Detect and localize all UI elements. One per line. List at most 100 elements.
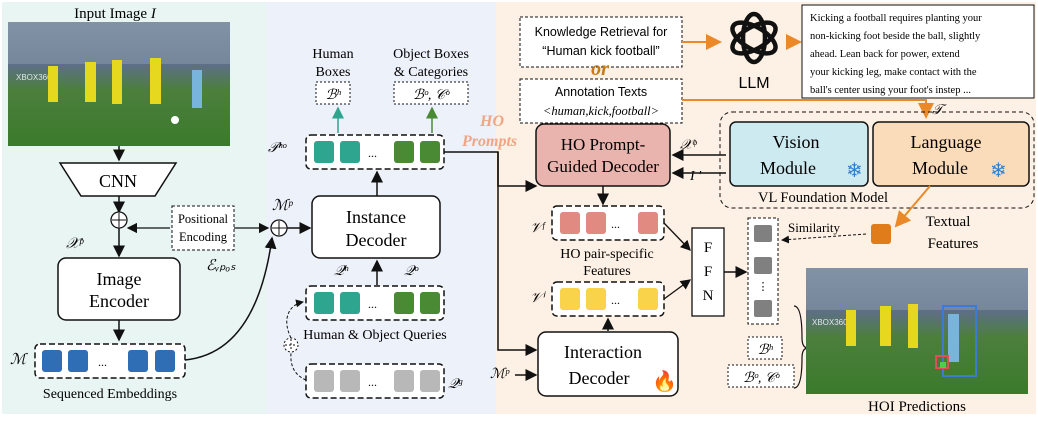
interaction-token (638, 288, 658, 310)
ho-pair-token (560, 212, 580, 234)
ho-decoder-label: HO Prompt- (561, 135, 646, 154)
ho-decoder-block (535, 123, 671, 187)
iprime-symbol: I ′ (689, 169, 702, 184)
ellipsis: ... (98, 355, 107, 369)
human-prompt-token (314, 141, 334, 163)
global-query-token (394, 370, 414, 392)
human-query-token (314, 292, 334, 314)
mp-symbol: ℳᵖ (272, 198, 293, 214)
object-prompt-token (420, 141, 440, 163)
embedding-token (68, 350, 88, 372)
input-image-title: Input Image I (74, 6, 157, 22)
hoi-predictions-label: HOI Predictions (868, 399, 966, 415)
cnn-block (58, 162, 178, 197)
ho-prompts-label-2: Prompts (461, 133, 517, 150)
human-boxes-label: Human (312, 47, 353, 62)
vl-foundation-label: VL Foundation Model (758, 190, 888, 206)
ffn-label: N (703, 288, 714, 304)
similarity-label: Similarity (788, 220, 841, 235)
fire-icon: 🔥 (652, 369, 677, 393)
human-prompt-token (340, 141, 360, 163)
vision-label-2: Module (760, 158, 816, 178)
annotation-label-2: <human,kick,football> (543, 104, 659, 118)
queries-label: Human & Object Queries (303, 328, 446, 343)
object-boxes-label: Object Boxes (393, 47, 469, 62)
vf-symbol: 𝒱ᶠ (530, 221, 547, 236)
ho-pair-label-2: Features (583, 264, 630, 279)
ellipsis: ... (368, 297, 377, 311)
human-boxes-output-2 (747, 336, 783, 360)
encoding-label: Encoding (179, 230, 228, 244)
object-boxes-label-2: & Categories (394, 65, 468, 80)
knowledge-label-2: “Human kick football” (542, 44, 659, 58)
positional-encoding-box (171, 205, 235, 251)
llm-output-box (801, 4, 1035, 99)
instance-decoder-label-2: Decoder (346, 230, 407, 250)
llm-icon (730, 11, 778, 65)
ho-prompts-label: HO (479, 113, 504, 130)
m-symbol: ℳ (10, 352, 28, 368)
llm-text-line: Kicking a football requires planting you… (810, 13, 982, 24)
object-query-token (420, 292, 440, 314)
sequenced-embeddings-label: Sequenced Embeddings (43, 387, 177, 402)
cnn-label: CNN (99, 171, 137, 191)
object-boxes-output (393, 81, 469, 105)
pos-symbol: ℰᵥₚₒₛ (206, 258, 236, 274)
or-label: or (591, 58, 609, 80)
llm-text-line: non-kicking foot beside the ball, slight… (810, 31, 981, 42)
ellipsis: ... (611, 217, 620, 231)
embedding-token (42, 350, 62, 372)
llm-label: LLM (738, 75, 769, 92)
qg-symbol: 𝒬ᵍ (448, 377, 463, 392)
annotation-texts-box (519, 78, 683, 124)
llm-output-text: Kicking a football requires planting you… (810, 13, 982, 96)
object-prompt-token (394, 141, 414, 163)
language-module-block (872, 121, 1030, 187)
llm-text-line: your kicking leg, make contact with the (810, 67, 977, 78)
textual-features-label-2: Features (928, 236, 979, 252)
instance-decoder-block (311, 195, 441, 259)
bh-symbol-2: ℬʰ (758, 343, 774, 358)
ffn-label: F (704, 264, 712, 280)
human-query-token (340, 292, 360, 314)
llm-text-line: ball's center using your foot's instep .… (810, 85, 971, 96)
interaction-token (586, 288, 606, 310)
textual-feature-token (871, 224, 891, 244)
embedding-token (155, 350, 175, 372)
bo-co-symbol: ℬᵒ, 𝒞ᵒ (413, 88, 450, 103)
score-token (754, 225, 772, 242)
knowledge-retrieval-box (519, 16, 683, 68)
human-boxes-output (315, 81, 351, 105)
global-query-token (314, 370, 334, 392)
ellipsis: ... (611, 293, 620, 307)
interaction-decoder-label: Interaction (564, 342, 642, 362)
ho-pair-token (638, 212, 658, 234)
interaction-token (560, 288, 580, 310)
mp-symbol-2: ℳᵖ (490, 367, 510, 382)
image-encoder-label-2: Encoder (89, 291, 149, 311)
qo-symbol: 𝒬ᵒ (404, 264, 419, 279)
textual-features-label: Textual (926, 214, 971, 230)
vl-foundation-model-box (719, 111, 1035, 209)
vision-label: Vision (773, 132, 820, 152)
global-query-token (340, 370, 360, 392)
annotation-label: Annotation Texts (555, 85, 647, 99)
score-token (754, 300, 772, 317)
bo-co-symbol-2: ℬᵒ, 𝒞ᵒ (743, 371, 780, 386)
vertical-ellipsis: ⋮ (758, 281, 769, 293)
snowflake-icon: ❄ (846, 160, 863, 182)
ellipsis: ... (368, 146, 377, 160)
ho-decoder-label-2: Guided Decoder (547, 157, 659, 176)
object-boxes-output-2 (727, 364, 795, 388)
snowflake-icon: ❄ (990, 160, 1007, 182)
qh-symbol: 𝒬ʰ (334, 264, 349, 279)
positional-label: Positional (178, 212, 229, 226)
hoi-predictions-image: XBOX360 (806, 268, 1028, 394)
xq-symbol: 𝒳ᵠ (680, 138, 697, 153)
image-encoder-label: Image (97, 269, 142, 289)
ho-pair-label: HO pair-specific (560, 247, 653, 262)
vi-symbol: 𝒱ⁱ (530, 291, 547, 306)
global-query-token (420, 370, 440, 392)
